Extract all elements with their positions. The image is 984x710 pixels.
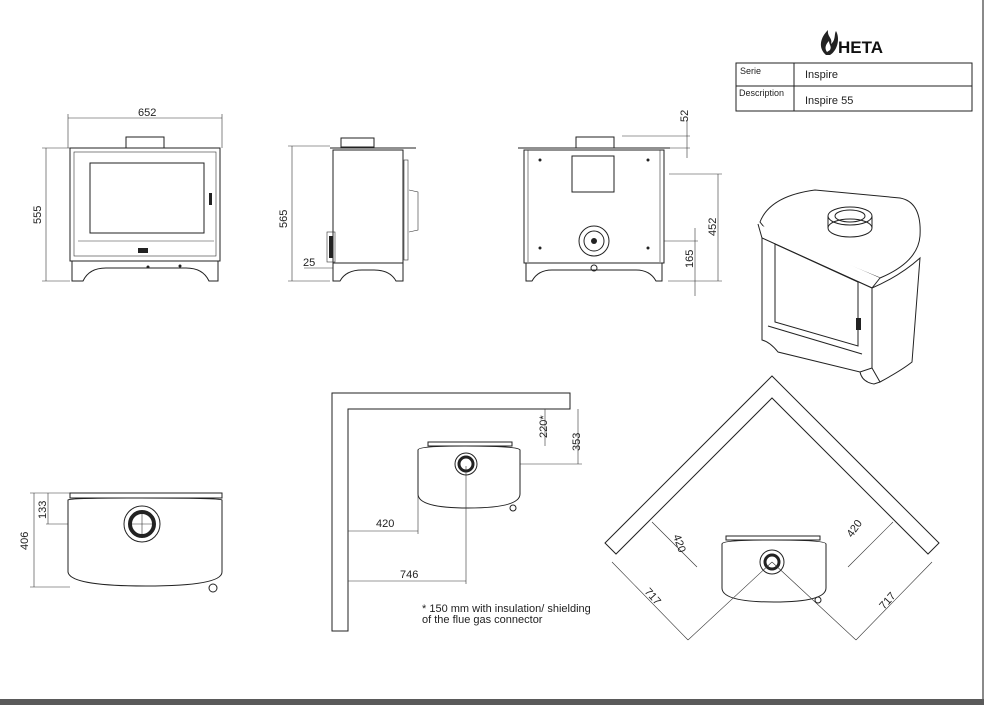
heta-logo: HETA xyxy=(820,30,883,57)
wall-side-total-label: 746 xyxy=(400,569,418,581)
wall-side-label: 420 xyxy=(376,518,394,530)
top-flue-offset-label: 133 xyxy=(37,501,49,519)
corner-left-offset-label: 420 xyxy=(670,533,688,554)
description-value: Inspire 55 xyxy=(805,95,853,107)
title-block: Serie Inspire Description Inspire 55 xyxy=(735,62,973,112)
side-offset-label: 25 xyxy=(303,257,315,269)
rear-view: 52 452 165 xyxy=(518,110,722,296)
brand-name: HETA xyxy=(838,38,883,57)
corner-right-offset-label: 420 xyxy=(845,518,865,540)
side-height-label: 565 xyxy=(278,210,290,228)
rear-top-label: 52 xyxy=(679,110,691,122)
insulation-note-line2: of the flue gas connector xyxy=(422,614,543,626)
description-label: Description xyxy=(739,88,784,98)
rear-outlet-height-label: 165 xyxy=(684,250,696,268)
front-width-label: 652 xyxy=(138,107,156,119)
serie-label: Serie xyxy=(740,66,761,76)
corner-left-total-label: 717 xyxy=(642,586,663,608)
viewer-bottom-bar xyxy=(0,699,984,705)
rear-flue-height-label: 452 xyxy=(707,218,719,236)
top-view: 406 133 xyxy=(19,492,223,593)
insulation-note-line1: * 150 mm with insulation/ shielding xyxy=(422,603,591,615)
perspective-view xyxy=(757,189,921,385)
wall-placement-view: 220* 353 420 746 * 150 mm with insulatio… xyxy=(331,392,591,632)
serie-value: Inspire xyxy=(805,69,838,81)
flame-icon xyxy=(820,30,838,55)
corner-right-total-label: 717 xyxy=(877,590,898,612)
top-depth-label: 406 xyxy=(19,532,31,550)
side-view: 565 25 xyxy=(278,137,419,282)
wall-back-total-label: 353 xyxy=(571,433,583,451)
front-height-label: 555 xyxy=(32,206,44,224)
wall-back-label: 220* xyxy=(538,415,550,438)
front-view: 652 555 xyxy=(32,107,223,282)
corner-placement-view: 420 420 717 717 xyxy=(604,375,940,641)
page-edge xyxy=(982,0,984,705)
